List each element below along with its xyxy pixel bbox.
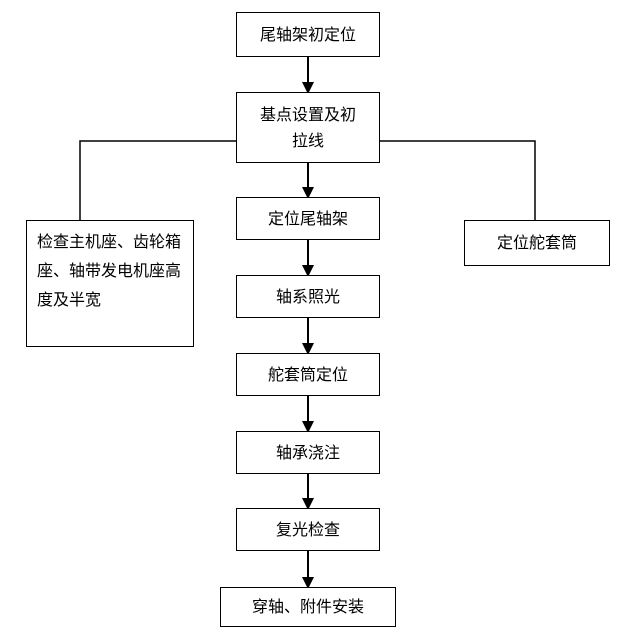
node-label: 轴系照光 [275, 286, 340, 306]
node-tail-frame-initial-position: 尾轴架初定位 [236, 12, 380, 57]
node-label: 定位尾轴架 [267, 208, 348, 228]
node-label: 尾轴架初定位 [259, 24, 356, 44]
node-label: 基点设置及初拉线 [259, 104, 356, 150]
node-label: 舵套筒定位 [267, 364, 348, 384]
node-label: 复光检查 [275, 519, 340, 539]
node-shaft-install: 穿轴、附件安装 [220, 587, 396, 627]
node-check-seats: 检查主机座、齿轮箱座、轴带发电机座高度及半宽 [26, 220, 194, 347]
node-recheck-sighting: 复光检查 [236, 508, 380, 551]
line-n2-right [380, 140, 536, 220]
node-rudder-tube-position: 舵套筒定位 [236, 353, 380, 396]
node-position-tail-frame: 定位尾轴架 [236, 197, 380, 240]
node-label: 穿轴、附件安装 [251, 597, 364, 616]
node-label: 定位舵套筒 [496, 233, 577, 252]
node-label: 检查主机座、齿轮箱座、轴带发电机座高度及半宽 [37, 232, 182, 309]
node-label: 轴承浇注 [275, 442, 340, 462]
node-shafting-sighting: 轴系照光 [236, 275, 380, 318]
node-position-rudder-tube: 定位舵套筒 [464, 220, 610, 266]
node-bearing-pouring: 轴承浇注 [236, 431, 380, 474]
node-datum-setup: 基点设置及初拉线 [236, 92, 380, 163]
line-n2-left [79, 140, 236, 220]
